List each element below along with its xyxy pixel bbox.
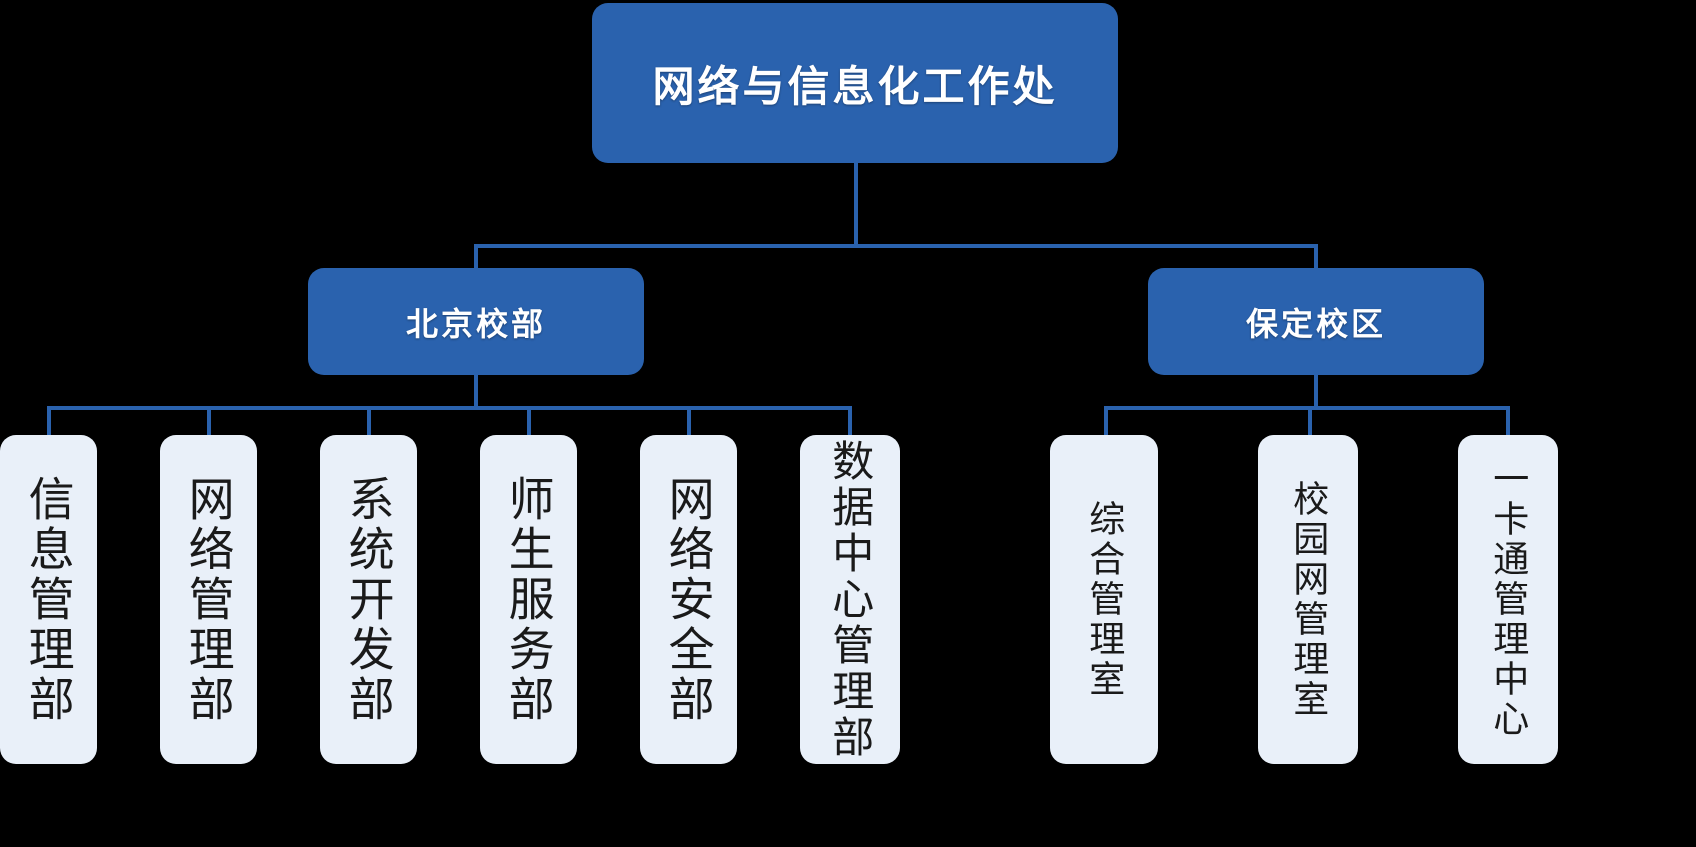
connector-beijing-child-drop — [848, 406, 852, 435]
node-leaf-information-management[interactable]: 信息管理部 — [0, 435, 97, 764]
node-leaf-label: 系统开发部 — [342, 474, 395, 725]
connector-beijing-child-drop — [47, 406, 51, 435]
node-leaf-label: 网络安全部 — [662, 474, 715, 725]
node-leaf-label: 综合管理室 — [1084, 499, 1126, 700]
node-root-label: 网络与信息化工作处 — [652, 62, 1058, 110]
connector-branch-beijing-drop — [474, 244, 478, 270]
connector-beijing-child-drop — [367, 406, 371, 435]
connector-beijing-stem — [474, 375, 478, 408]
node-leaf-label: 师生服务部 — [502, 474, 555, 725]
node-leaf-label: 数据中心管理部 — [826, 438, 874, 761]
connector-baoding-child-drop — [1506, 406, 1510, 435]
connector-beijing-child-drop — [687, 406, 691, 435]
node-leaf-network-management[interactable]: 网络管理部 — [160, 435, 257, 764]
node-leaf-network-security[interactable]: 网络安全部 — [640, 435, 737, 764]
node-leaf-teacher-student-service[interactable]: 师生服务部 — [480, 435, 577, 764]
connector-beijing-child-drop — [527, 406, 531, 435]
connector-root-bus — [474, 244, 1318, 248]
node-leaf-label: 一卡通管理中心 — [1488, 459, 1530, 740]
node-leaf-label: 校园网管理室 — [1288, 479, 1330, 720]
node-leaf-data-center-management[interactable]: 数据中心管理部 — [800, 435, 900, 764]
node-root[interactable]: 网络与信息化工作处 — [592, 3, 1118, 163]
connector-baoding-child-drop — [1104, 406, 1108, 435]
connector-beijing-bus — [47, 406, 852, 410]
node-branch-baoding-label: 保定校区 — [1245, 305, 1386, 342]
connector-baoding-stem — [1314, 375, 1318, 408]
connector-beijing-child-drop — [207, 406, 211, 435]
node-leaf-system-development[interactable]: 系统开发部 — [320, 435, 417, 764]
connector-baoding-bus — [1104, 406, 1510, 410]
node-leaf-label: 网络管理部 — [182, 474, 235, 725]
node-branch-beijing-label: 北京校部 — [405, 305, 546, 342]
connector-branch-baoding-drop — [1314, 244, 1318, 270]
node-leaf-general-administration-office[interactable]: 综合管理室 — [1050, 435, 1158, 764]
connector-root-stem — [854, 163, 858, 246]
node-leaf-campus-card-management-center[interactable]: 一卡通管理中心 — [1458, 435, 1558, 764]
node-branch-beijing[interactable]: 北京校部 — [308, 268, 644, 375]
node-leaf-campus-network-management-office[interactable]: 校园网管理室 — [1258, 435, 1358, 764]
connector-baoding-child-drop — [1308, 406, 1312, 435]
node-leaf-label: 信息管理部 — [22, 474, 75, 725]
node-branch-baoding[interactable]: 保定校区 — [1148, 268, 1484, 375]
